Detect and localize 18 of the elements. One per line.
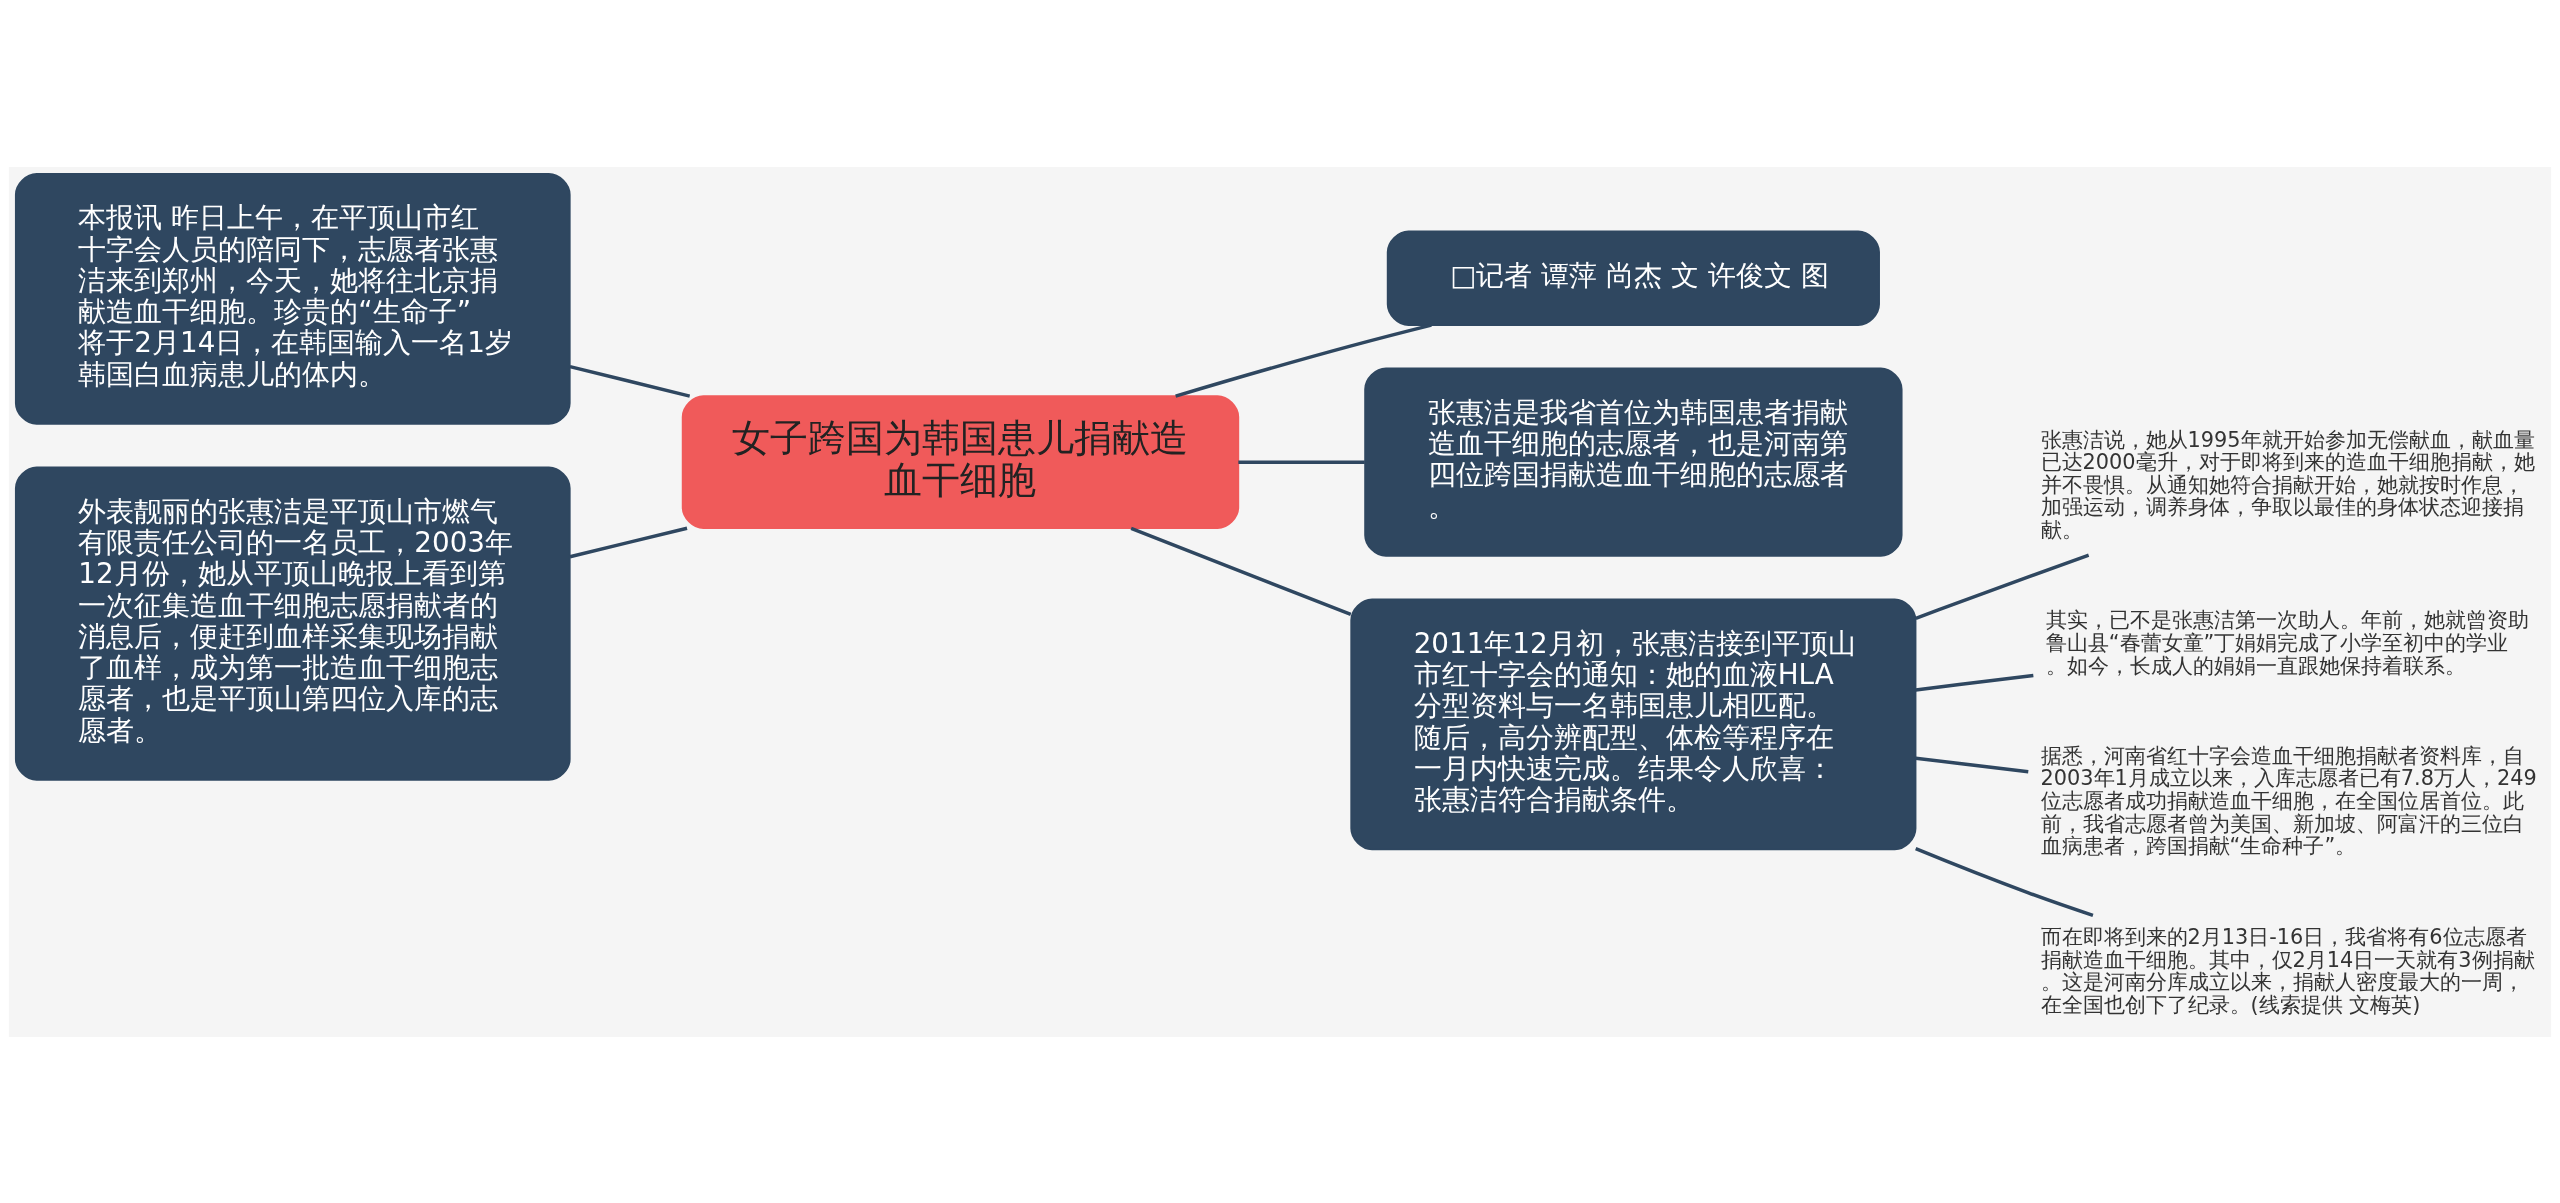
node-text: 而在即将到来的2月13日-16日，我省将有6位志愿者捐献造血干细胞。其中，仅2月14日一天就有3例捐献。这是河南分库成立以来，捐献人密度最大的一周，在全国也创下了纪录。(线索提供 文梅英)	[2040, 924, 2535, 1017]
connector	[1915, 755, 2029, 773]
connector	[1915, 846, 2094, 917]
connector	[1238, 459, 1365, 464]
node-box: 本报讯 昨日上午，在平顶山市红十字会人员的陪同下，志愿者张惠洁来到郑州，今天，她将往北京捐献造血干细胞。珍贵的“生命子”将于2月14日，在韩国输入一名1岁韩国白血病患儿的体内。	[14, 172, 571, 425]
connector	[1915, 673, 2034, 692]
node-text: 其实，已不是张惠洁第一次助人。年前，她就曾资助鲁山县“春蕾女童”丁娟娟完成了小学至初中的学业。如今，长成人的娟娟一直跟她保持着联系。	[2045, 607, 2529, 677]
node-text: 张惠洁说，她从1995年就开始参加无偿献血，献血量已达2000毫升，对于即将到来的造血干细胞捐献，她并不畏惧。从通知她符合捐献开始，她就按时作息，加强运动，调养身体，争取以最佳的身体状态迎接捐献。	[2040, 427, 2535, 542]
node-box: □记者 谭萍 尚杰 文 许俊文 图	[1386, 229, 1880, 326]
node-text: 据悉，河南省红十字会造血干细胞捐献者资料库，自2003年1月成立以来，入库志愿者已有7.8万人，249位志愿者成功捐献造血干细胞，在全国位居首位。此前，我省志愿者曾为美国、新加坡、阿富汗的三位白血病患者，跨国捐献“生命种子”。	[2040, 743, 2537, 858]
node-box: 张惠洁是我省首位为韩国患者捐献造血干细胞的志愿者，也是河南第四位跨国捐献造血干细胞的志愿者。	[1364, 367, 1903, 557]
node-box: 2011年12月初，张惠洁接到平顶山市红十字会的通知：她的血液HLA分型资料与一名韩国患儿相匹配。随后，高分辨配型、体检等程序在一月内快速完成。结果令人欣喜：张惠洁符合捐献条件。	[1350, 598, 1917, 850]
node-box: 外表靓丽的张惠洁是平顶山市燃气有限责任公司的一名员工，2003年12月份，她从平顶山晚报上看到第一次征集造血干细胞志愿捐献者的消息后，便赶到血样采集现场捐献了血样，成为第一批造血干细胞志愿者，也是平顶山第四位入库的志愿者。	[14, 466, 571, 781]
connector	[569, 526, 688, 558]
connector	[1915, 553, 2090, 620]
connector	[1130, 526, 1352, 616]
node-box: 女子跨国为韩国患儿捐献造血干细胞	[681, 394, 1240, 529]
connector	[569, 364, 691, 398]
